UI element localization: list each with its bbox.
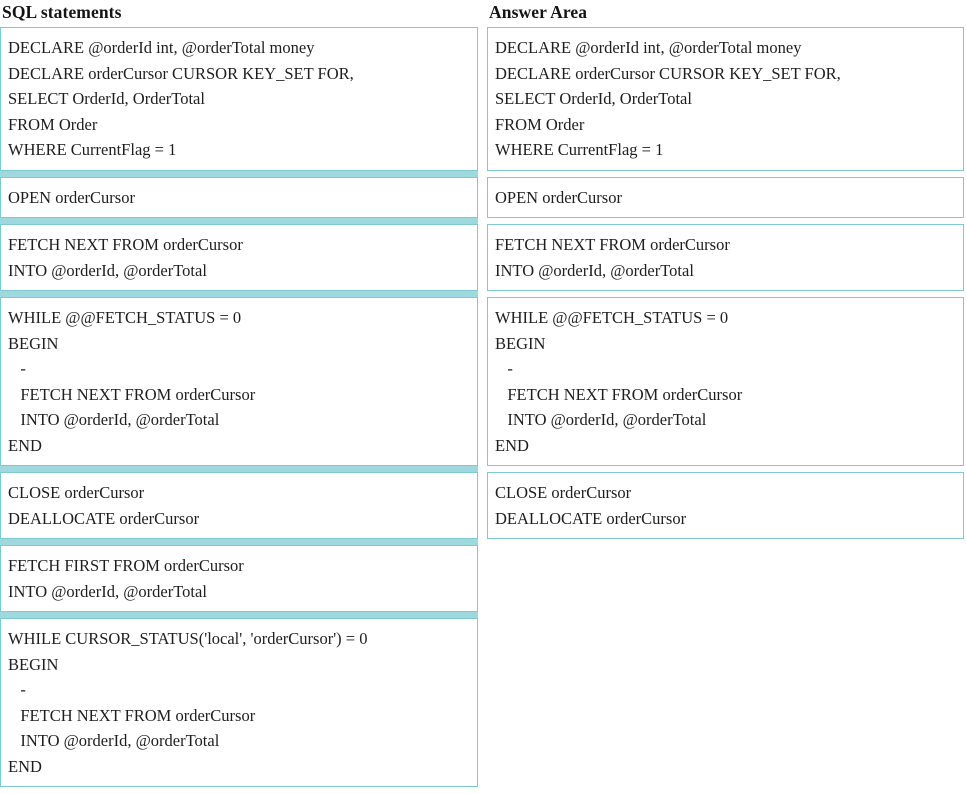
- sql-line: DECLARE @orderId int, @orderTotal money: [8, 38, 315, 57]
- sql-line: FROM Order: [495, 114, 585, 134]
- sql-line: END: [495, 435, 529, 455]
- sql-line: FETCH NEXT FROM orderCursor: [8, 384, 256, 404]
- while-cursor-status-block[interactable]: WHILE CURSOR_STATUS('local', 'orderCurso…: [0, 618, 478, 787]
- sql-line: INTO @orderId, @orderTotal: [495, 260, 694, 280]
- sql-line: FETCH NEXT FROM orderCursor: [8, 705, 256, 725]
- sql-line: INTO @orderId, @orderTotal: [495, 410, 707, 429]
- sql-line: OPEN orderCursor: [8, 187, 135, 207]
- sql-line: FETCH FIRST FROM orderCursor: [8, 556, 244, 575]
- sql-line: SELECT OrderId, OrderTotal: [495, 89, 692, 108]
- sql-line: DECLARE orderCursor CURSOR KEY_SET FOR,: [8, 63, 354, 83]
- sql-line: INTO @orderId, @orderTotal: [8, 731, 220, 750]
- sql-line: WHERE CurrentFlag = 1: [495, 140, 664, 159]
- sql-line: SELECT OrderId, OrderTotal: [8, 89, 205, 108]
- sql-line: DEALLOCATE orderCursor: [495, 508, 687, 528]
- answer-area-column: Answer Area DECLARE @orderId int, @order…: [487, 0, 966, 774]
- sql-line: CLOSE orderCursor: [495, 483, 632, 502]
- sql-line: INTO @orderId, @orderTotal: [8, 260, 207, 280]
- sql-line: END: [8, 435, 42, 455]
- sql-line: END: [8, 756, 42, 776]
- sql-line: INTO @orderId, @orderTotal: [8, 410, 220, 429]
- sql-line: DEALLOCATE orderCursor: [8, 508, 200, 528]
- sql-line: FETCH NEXT FROM orderCursor: [495, 235, 730, 254]
- sql-line: FETCH NEXT FROM orderCursor: [495, 384, 743, 404]
- sql-line: DECLARE orderCursor CURSOR KEY_SET FOR,: [495, 63, 841, 83]
- answer-area-heading: Answer Area: [489, 2, 588, 22]
- open-cursor-block[interactable]: OPEN orderCursor: [0, 176, 478, 218]
- sql-line: -: [495, 359, 513, 378]
- sql-line: INTO @orderId, @orderTotal: [8, 581, 207, 601]
- sql-statements-heading: SQL statements: [2, 2, 122, 22]
- sql-statements-column: SQL statements DECLARE @orderId int, @or…: [0, 0, 480, 787]
- sql-line: DECLARE @orderId int, @orderTotal money: [495, 38, 802, 57]
- sql-line: BEGIN: [8, 654, 59, 674]
- sql-line: BEGIN: [495, 333, 546, 353]
- answer-open-cursor-block[interactable]: OPEN orderCursor: [487, 176, 964, 218]
- sql-line: WHILE @@FETCH_STATUS = 0: [8, 308, 242, 327]
- sql-line: -: [8, 359, 26, 378]
- sql-line: FETCH NEXT FROM orderCursor: [8, 235, 243, 254]
- sql-line: BEGIN: [8, 333, 59, 353]
- sql-line: OPEN orderCursor: [495, 187, 622, 207]
- sql-line: WHERE CurrentFlag = 1: [8, 140, 177, 159]
- answer-while-fetch-status-block[interactable]: WHILE @@FETCH_STATUS = 0 BEGIN - FETCH NE…: [487, 297, 964, 466]
- sql-line: WHILE @@FETCH_STATUS = 0: [495, 308, 729, 327]
- sql-line: FROM Order: [8, 114, 98, 134]
- while-fetch-status-block[interactable]: WHILE @@FETCH_STATUS = 0 BEGIN - FETCH NE…: [0, 297, 478, 466]
- sql-line: CLOSE orderCursor: [8, 483, 145, 502]
- sql-line: -: [8, 680, 26, 699]
- sql-line: WHILE CURSOR_STATUS('local', 'orderCurso…: [8, 629, 368, 648]
